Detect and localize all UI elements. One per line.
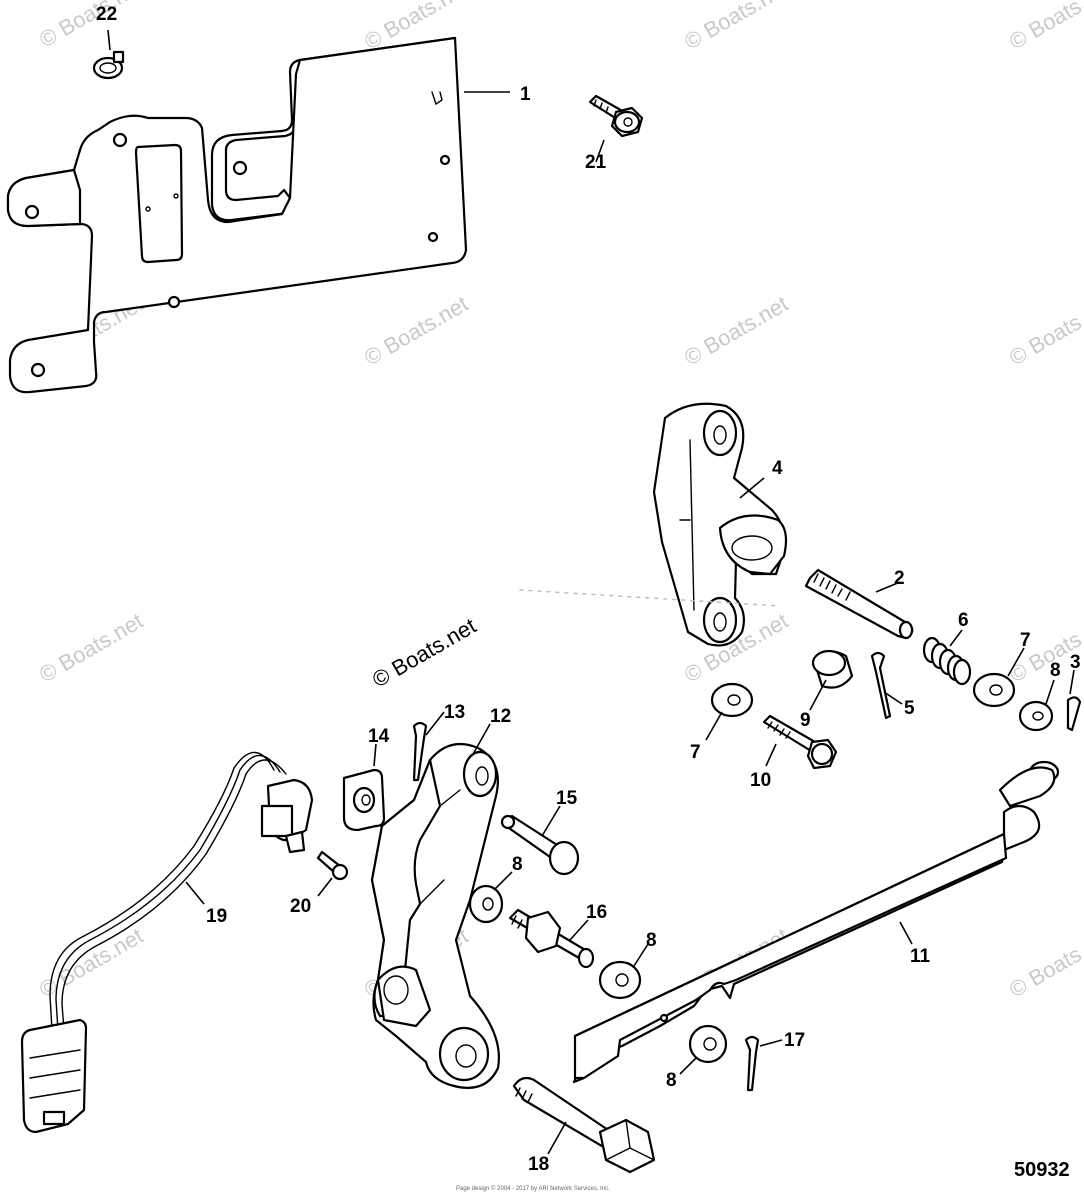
watermark: © Boats.net: [35, 0, 147, 52]
watermark: © Boats.net: [1005, 0, 1084, 54]
watermark: © Boats.net: [35, 923, 147, 1002]
watermark: © Boats.net: [35, 608, 147, 687]
part-3-cotter-pin: [1066, 696, 1082, 732]
part-8-washer-mid: [598, 960, 642, 1000]
part-13-cotter-pin: [412, 721, 428, 782]
callout-22: 22: [96, 4, 117, 25]
part-17-cotter-pin: [744, 1035, 760, 1092]
callout-9: 9: [800, 710, 811, 731]
watermark: © Boats.net: [360, 291, 472, 370]
watermark-center: © Boats.net: [368, 613, 480, 692]
callout-10: 10: [750, 770, 771, 791]
watermark: © Boats.net: [1005, 608, 1084, 687]
part-15-pin: [500, 814, 580, 876]
callout-6: 6: [958, 610, 969, 631]
figure-number: 50932: [1014, 1159, 1070, 1181]
callout-4: 4: [772, 458, 783, 479]
callout-18: 18: [528, 1154, 549, 1175]
part-14-switch-retainer: [342, 768, 386, 832]
callout-20: 20: [290, 896, 311, 917]
part-4-shift-lever-bracket: [652, 402, 788, 647]
part-16-stud: [508, 908, 595, 969]
callout-17: 17: [784, 1030, 805, 1051]
part-8-washer-right: [1018, 700, 1054, 732]
part-12-shift-lever: [370, 742, 500, 1089]
part-6-spring: [922, 636, 972, 686]
part-7-washer-right: [972, 672, 1016, 708]
callout-12: 12: [490, 706, 511, 727]
watermark: © Boats.net: [1005, 923, 1084, 1002]
part-19-neutral-switch-harness: [20, 751, 314, 1134]
callout-14: 14: [368, 726, 390, 747]
watermark: © Boats.net: [680, 0, 792, 54]
part-8-washer-bottom: [688, 1024, 728, 1064]
callout-19: 19: [206, 906, 227, 927]
watermark: © Boats.net: [680, 291, 792, 370]
part-2-pivot-pin: [804, 568, 914, 640]
callout-13: 13: [444, 702, 465, 723]
callout-15: 15: [556, 788, 578, 809]
callout-3: 3: [1070, 652, 1081, 673]
callout-8-bottom: 8: [666, 1070, 677, 1091]
part-20-screw: [316, 850, 349, 881]
part-22-clip: [92, 50, 125, 80]
callout-8-right: 8: [1050, 660, 1061, 681]
part-11-shift-link-rod: [572, 760, 1060, 1084]
callout-7-left: 7: [690, 742, 701, 763]
copyright-line: Page design © 2004 - 2017 by ARI Network…: [456, 1185, 610, 1192]
part-18-shoulder-bolt: [512, 1076, 656, 1174]
callout-16: 16: [586, 902, 607, 923]
part-9-bushing: [811, 649, 854, 689]
part-1-mounting-plate: [6, 36, 468, 394]
callout-8-left: 8: [512, 854, 523, 875]
callout-11: 11: [910, 946, 931, 967]
callout-2: 2: [894, 568, 905, 589]
callout-8-mid: 8: [646, 930, 657, 951]
part-5-cotter-pin: [870, 651, 892, 720]
part-7-washer-left: [710, 682, 754, 718]
part-10-bolt: [762, 714, 838, 770]
construction-line: [519, 589, 781, 607]
part-8-washer-left: [468, 884, 504, 924]
watermark: © Boats.net: [1005, 291, 1084, 370]
leader-lines: [107, 29, 1075, 1155]
callout-1: 1: [520, 84, 531, 105]
part-21-bolt: [588, 94, 644, 138]
callout-5: 5: [904, 698, 915, 719]
callout-7-right: 7: [1020, 630, 1031, 651]
callout-21: 21: [585, 152, 607, 173]
callouts: 1 21 22 4 2 6 7 8 3 5 9 7 10 11 12 13 14…: [96, 4, 1081, 1175]
